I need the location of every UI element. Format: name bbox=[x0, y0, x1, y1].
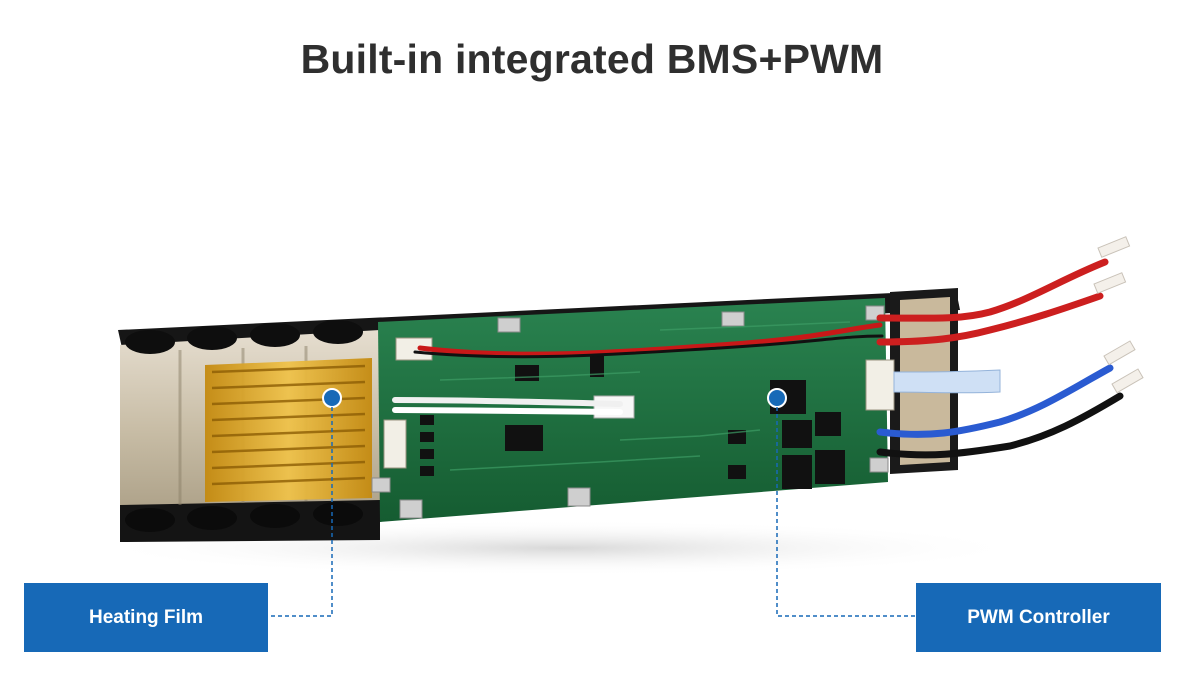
heating-film-label: Heating Film bbox=[88, 606, 203, 628]
output-leads bbox=[876, 258, 1124, 459]
pwm-controller-marker bbox=[767, 388, 916, 617]
heating-film-callout: Heating Film bbox=[24, 583, 268, 652]
pwm-controller-callout: PWM Controller bbox=[916, 583, 1161, 652]
page-title: Built-in integrated BMS+PWM bbox=[300, 36, 884, 82]
heating-film bbox=[205, 358, 372, 502]
internal-wires bbox=[392, 322, 884, 415]
ribbon-cable bbox=[893, 369, 1001, 394]
heating-film-marker bbox=[268, 388, 342, 617]
wire-terminals bbox=[1093, 236, 1144, 394]
pwm-controller-label: PWM Controller bbox=[967, 606, 1110, 628]
